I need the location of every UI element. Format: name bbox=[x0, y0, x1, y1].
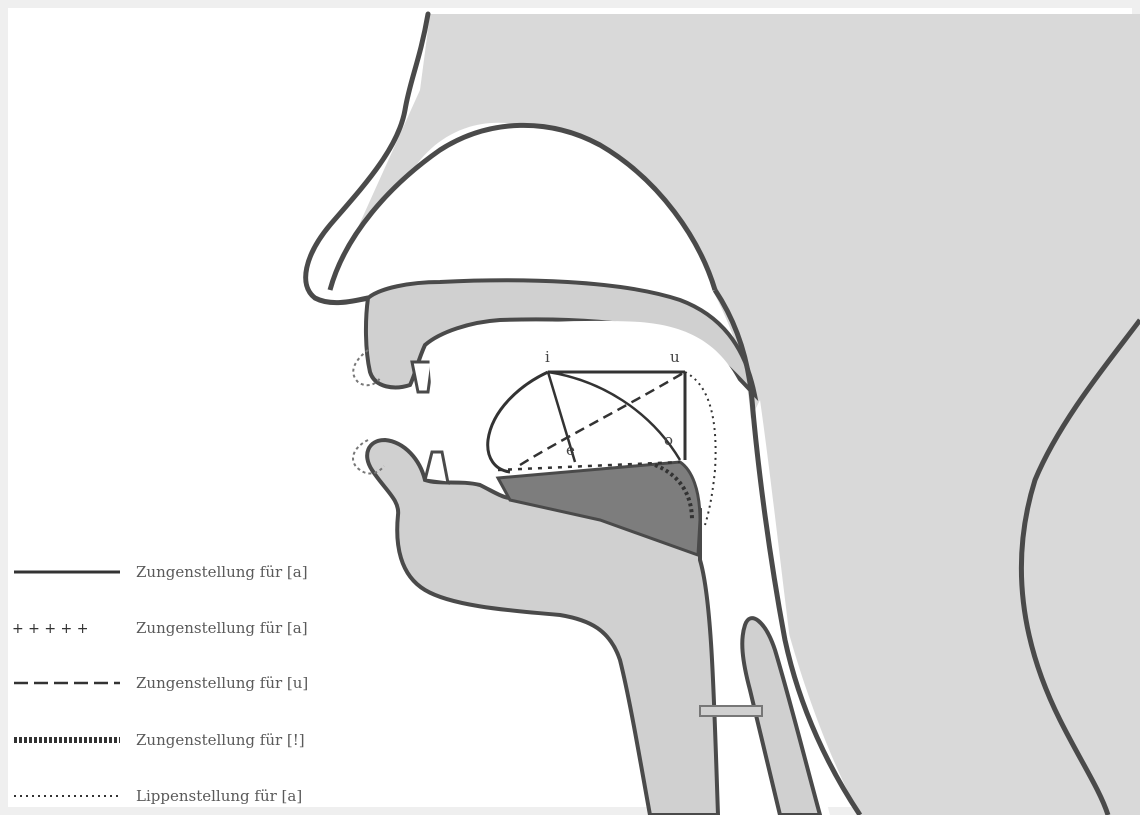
vowel-label-o: o bbox=[664, 431, 673, 449]
legend-label-5: Lippenstellung für [a] bbox=[136, 787, 302, 805]
legend-label-4: Zungenstellung für [!] bbox=[136, 731, 305, 749]
vowel-label-i: i bbox=[545, 348, 550, 366]
legend-label-1: Zungenstellung für [a] bbox=[136, 563, 308, 581]
legend: Zungenstellung für [a] + + + + + Zungens… bbox=[12, 563, 308, 805]
vowel-label-e: e bbox=[566, 441, 575, 459]
vowel-label-u: u bbox=[670, 348, 680, 366]
lower-teeth bbox=[425, 452, 448, 483]
hyoid-bar bbox=[700, 706, 762, 716]
legend-swatch-plus: + + + + + bbox=[12, 621, 88, 637]
upper-teeth bbox=[412, 362, 432, 392]
legend-label-2: Zungenstellung für [a] bbox=[136, 619, 308, 637]
legend-label-3: Zungenstellung für [u] bbox=[136, 674, 308, 692]
